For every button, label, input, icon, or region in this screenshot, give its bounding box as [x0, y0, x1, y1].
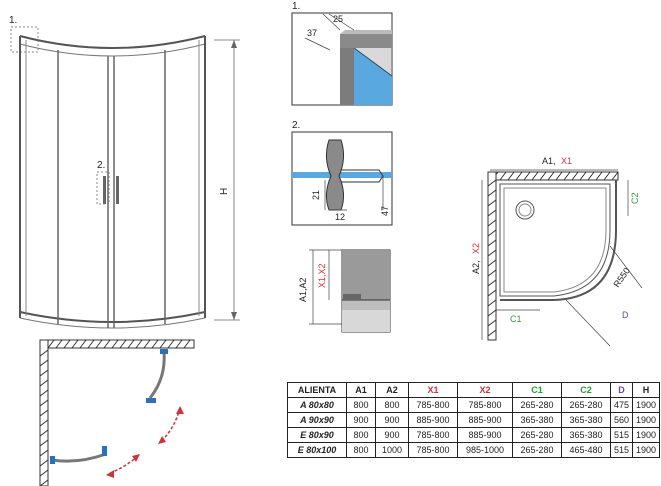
table-cell: 1900	[632, 427, 661, 443]
table-cell: 885-900	[457, 412, 513, 428]
dim-c1: C1	[510, 314, 522, 324]
dimensions-table: ALIENTA A1 A2 X1 X2 C1 C2 D H A 80x80 80…	[287, 382, 661, 458]
door-handle-right	[116, 176, 119, 204]
dim-25: 25	[333, 14, 343, 24]
table-cell: 785-800	[408, 427, 458, 443]
dim-plan-a1: A1,	[542, 156, 556, 166]
table-cell: 885-900	[457, 427, 513, 443]
col-header: H	[632, 382, 661, 398]
table-cell: 365-380	[561, 412, 611, 428]
detail-1-profile: 1. 25 37	[291, 1, 393, 106]
col-header: C1	[512, 382, 562, 398]
dim-12: 12	[335, 212, 345, 222]
handle-icon-top	[146, 398, 156, 403]
door-handle-left	[103, 176, 106, 204]
table-cell: 785-800	[457, 397, 513, 413]
table-cell: 1900	[632, 442, 661, 458]
detail-2-label: 2.	[292, 120, 300, 131]
table-cell: 515	[609, 427, 634, 443]
table-cell: 365-380	[512, 412, 562, 428]
dim-21: 21	[311, 190, 321, 200]
dim-d: D	[622, 310, 629, 320]
table-cell: 1900	[632, 412, 661, 428]
table-cell: A 80x80	[287, 397, 347, 413]
col-header: D	[609, 382, 634, 398]
dim-plan-a2: A2,	[471, 260, 481, 274]
table-cell: 1000	[375, 442, 409, 458]
table-cell: 800	[346, 427, 376, 443]
table-header-row: ALIENTA A1 A2 X1 X2 C1 C2 D H	[287, 382, 661, 398]
table-cell: 365-380	[561, 427, 611, 443]
table-cell: 785-800	[408, 397, 458, 413]
callout-1-label: 1.	[9, 15, 17, 26]
detail-1-marker	[10, 26, 39, 53]
glass-panel	[354, 48, 392, 105]
detail-1-label: 1.	[292, 1, 300, 12]
col-header: C2	[561, 382, 611, 398]
table-cell: 800	[346, 442, 376, 458]
table-cell: 515	[609, 442, 634, 458]
table-cell: 265-280	[512, 427, 562, 443]
glass-edge	[292, 172, 392, 178]
col-header: A1	[346, 382, 376, 398]
plan-view-tray: A1, X1 A2, X2 C1 C2 R550 D	[471, 156, 643, 347]
dim-h-label: H	[219, 188, 230, 195]
col-header: X2	[457, 382, 513, 398]
hinge-icon-bottom	[50, 456, 55, 464]
table-cell: 885-900	[408, 412, 458, 428]
table-cell: E 80x100	[287, 442, 347, 458]
detail-3-section: A1,A2 X1,X2	[298, 249, 391, 333]
table-cell: A 90x90	[287, 412, 347, 428]
table-cell: 1900	[632, 397, 661, 413]
handle-icon-bottom	[102, 446, 107, 456]
dim-a1a2: A1,A2	[298, 277, 308, 302]
table-cell: 900	[375, 427, 409, 443]
table-cell: 800	[375, 397, 409, 413]
col-header: A2	[375, 382, 409, 398]
dim-47: 47	[380, 206, 390, 216]
col-header: ALIENTA	[287, 382, 347, 398]
dim-37: 37	[307, 28, 317, 38]
table-cell: 265-280	[512, 442, 562, 458]
dim-plan-x2: X2	[471, 243, 481, 254]
table-cell: 900	[346, 412, 376, 428]
dim-x1x2: X1,X2	[317, 263, 327, 288]
detail-2-handle: 2. 21 12 47	[291, 120, 393, 226]
table-cell: 800	[346, 397, 376, 413]
table-cell: 560	[609, 412, 634, 428]
col-header: X1	[408, 382, 458, 398]
door-swing-diagram	[39, 339, 195, 486]
table-row: A 90x90 900 900 885-900 885-900 365-380 …	[287, 412, 661, 428]
dim-radius: R550	[611, 266, 632, 289]
table-row: A 80x80 800 800 785-800 785-800 265-280 …	[287, 397, 661, 413]
dim-plan-x1: X1	[561, 156, 572, 166]
table-row: E 80x90 800 900 785-800 885-900 265-280 …	[287, 427, 661, 443]
table-cell: 265-280	[512, 397, 562, 413]
detail-2-marker	[96, 171, 110, 205]
table-cell: 900	[375, 412, 409, 428]
table-cell: 265-280	[561, 397, 611, 413]
table-row: E 80x100 800 1000 785-800 985-1000 265-2…	[287, 442, 661, 458]
enclosure-front-view: 1. 2. H	[9, 15, 240, 329]
hinge-icon-top	[160, 349, 168, 354]
table-cell: 475	[609, 397, 634, 413]
dim-c2: C2	[630, 192, 640, 204]
table-cell: 985-1000	[457, 442, 513, 458]
table-cell: 785-800	[408, 442, 458, 458]
callout-2-label: 2.	[97, 160, 105, 171]
table-cell: E 80x90	[287, 427, 347, 443]
table-cell: 465-480	[561, 442, 611, 458]
